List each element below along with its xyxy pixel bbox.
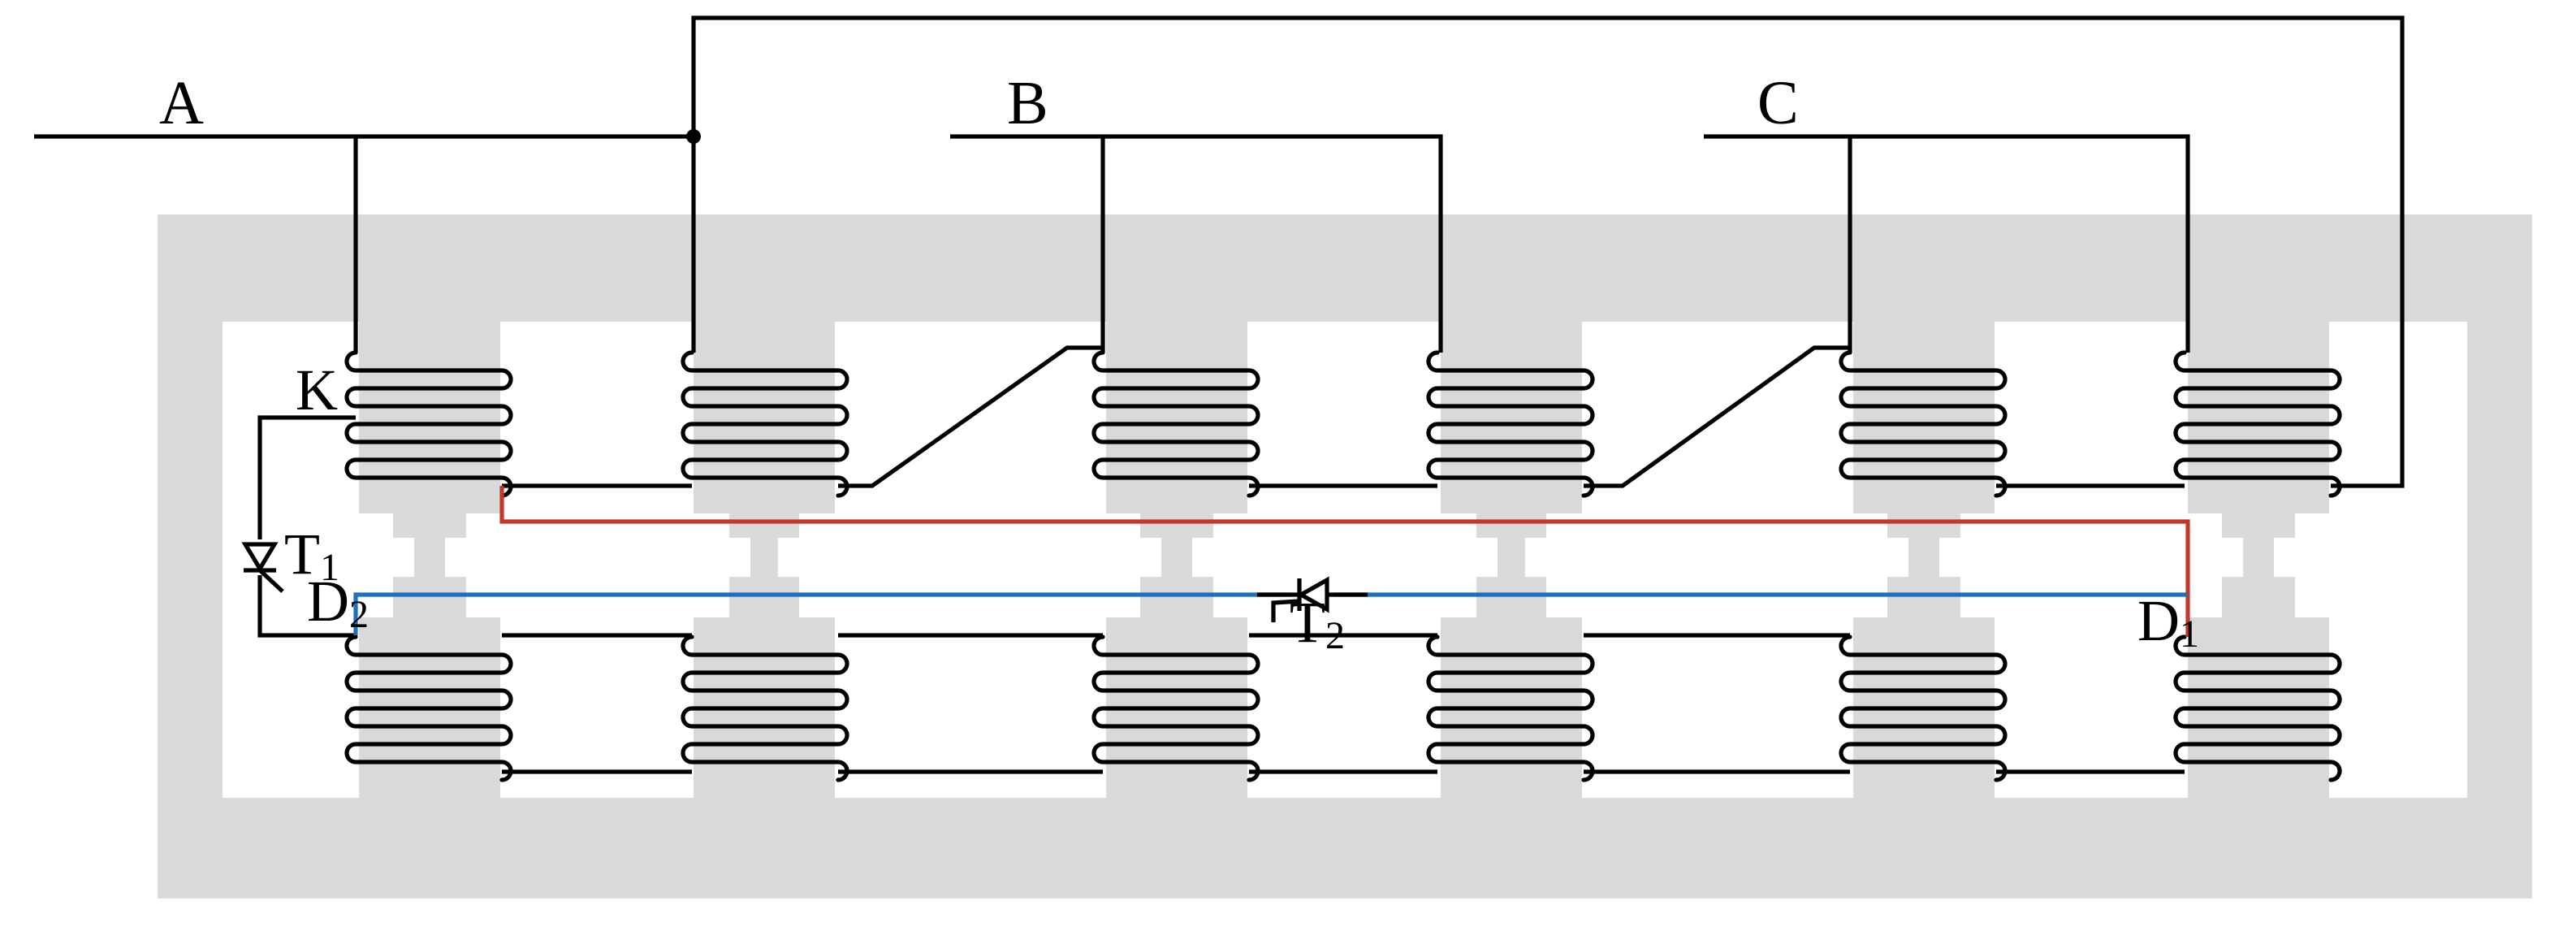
label-t2-main: T xyxy=(1290,590,1325,655)
label-phase-c: C xyxy=(1757,69,1799,137)
label-t2: T2 xyxy=(1290,590,1345,657)
label-d2-main: D xyxy=(307,569,349,634)
label-d1-sub: 1 xyxy=(2180,613,2199,656)
thyristor-t1-gate xyxy=(258,569,284,593)
thyristor-t1-icon xyxy=(241,539,284,593)
label-d2: D2 xyxy=(307,569,369,636)
core-neck-4c xyxy=(1476,577,1546,621)
coil-lower-4 xyxy=(1426,634,1595,782)
core-neck-2c xyxy=(729,577,799,621)
core-neck-5b xyxy=(1908,536,1939,580)
junction-dot xyxy=(686,129,701,144)
thyristor-t2-icon xyxy=(1257,576,1368,622)
core-neck-4b xyxy=(1498,536,1525,580)
coil-upper-3 xyxy=(1091,350,1260,498)
coil-lower-6 xyxy=(2173,634,2342,782)
coil-upper-2 xyxy=(681,350,849,498)
thyristor-t2-triangle xyxy=(1296,576,1329,613)
core-limb-upper-1 xyxy=(359,322,500,513)
coil-windings xyxy=(344,350,2342,782)
label-k: K xyxy=(296,357,338,422)
label-t1: T1 xyxy=(284,522,339,589)
upper-link-4 xyxy=(1584,345,1850,488)
coil-lower-2 xyxy=(681,634,849,782)
core-neck-1 xyxy=(393,510,466,538)
core-neck-2b xyxy=(750,536,778,580)
label-d2-sub: 2 xyxy=(349,593,369,636)
label-phase-a: A xyxy=(159,69,204,137)
core-frame xyxy=(158,214,2532,899)
core-neck-4 xyxy=(1476,510,1546,538)
top-return-loop xyxy=(691,15,2405,488)
core-neck-3c xyxy=(1140,577,1213,621)
label-d1: D1 xyxy=(2137,588,2199,656)
blue-wire xyxy=(353,592,2188,635)
coil-upper-5 xyxy=(1839,350,2008,498)
core-neck-6 xyxy=(2222,510,2295,538)
core-neck-6b xyxy=(2243,536,2274,580)
wiring xyxy=(34,15,2405,774)
phase-b-line xyxy=(950,134,1443,353)
core-neck-5c xyxy=(1887,577,1960,621)
core-neck-3b xyxy=(1161,536,1192,580)
coil-lower-3 xyxy=(1091,634,1260,782)
k-tap-wire xyxy=(257,415,356,638)
phase-c-line xyxy=(1704,134,2190,353)
coil-lower-1 xyxy=(344,634,513,782)
core-neck-5 xyxy=(1887,510,1960,538)
thyristor-t1-triangle xyxy=(241,542,279,574)
label-t2-sub: 2 xyxy=(1325,614,1345,657)
upper-link-2 xyxy=(838,345,1103,488)
label-t1-sub: 1 xyxy=(320,546,339,589)
coil-lower-5 xyxy=(1839,634,2008,782)
coil-upper-4 xyxy=(1426,350,1595,498)
label-d1-main: D xyxy=(2137,588,2180,653)
core-neck-1c xyxy=(393,577,466,621)
core-neck-1b xyxy=(414,536,445,580)
core-limb-upper-6 xyxy=(2188,322,2329,513)
core-limb-upper-5 xyxy=(1853,322,1995,513)
label-phase-b: B xyxy=(1007,69,1048,137)
core-neck-6c xyxy=(2222,577,2295,621)
coil-upper-6 xyxy=(2173,350,2342,498)
core-neck-2 xyxy=(729,510,799,538)
core-neck-3 xyxy=(1140,510,1213,538)
label-t1-main: T xyxy=(284,522,320,587)
red-wire xyxy=(499,486,2190,637)
thyristor-t2-gate xyxy=(1271,599,1300,622)
core-limb-upper-2 xyxy=(694,322,835,513)
core-limb-upper-4 xyxy=(1441,322,1582,513)
magnetic-core xyxy=(158,214,2532,899)
core-limb-upper-3 xyxy=(1106,322,1247,513)
coil-upper-1 xyxy=(344,350,513,498)
